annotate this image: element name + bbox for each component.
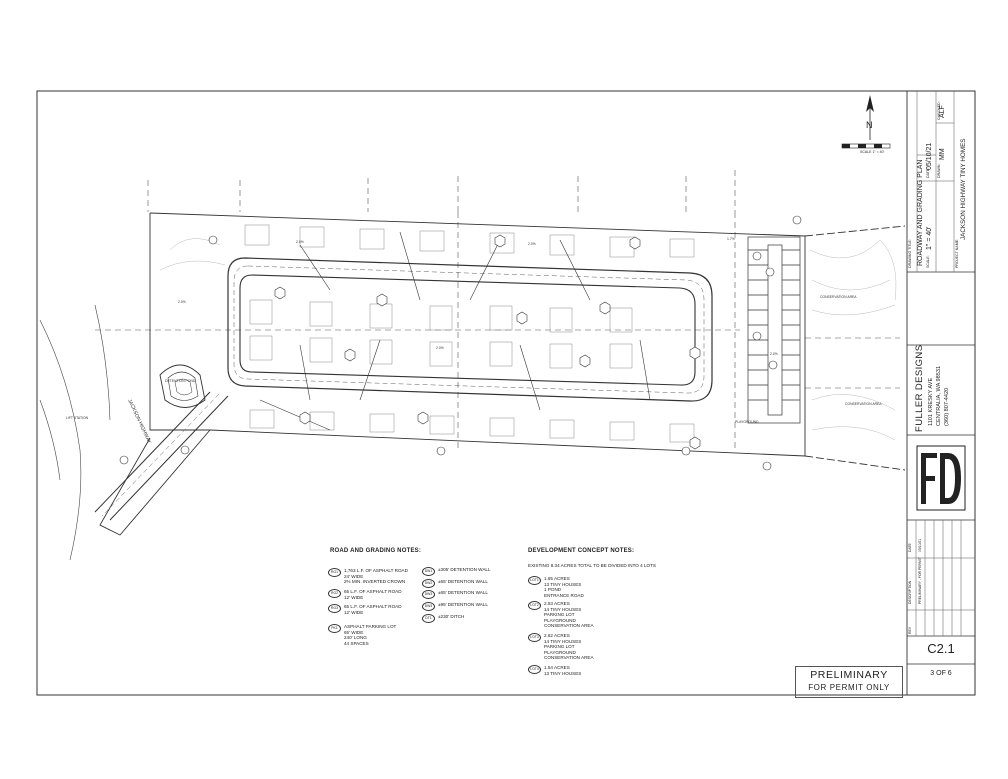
plan-label-conservation-2: CONSERVATION AREA (845, 402, 882, 406)
plan-label-slope-3: 2.0% (528, 242, 536, 246)
drawing-title-label: DRAWING TITLE: (908, 239, 912, 268)
road-notes-title: ROAD AND GRADING NOTES: (330, 548, 422, 554)
plan-label-slope-6: 2.0% (178, 300, 186, 304)
road-note-dw3: DW3±65' DETENTION WALL (422, 590, 488, 599)
station-circles (119, 215, 802, 471)
detention-pond (159, 364, 206, 408)
grade-markers (274, 234, 701, 450)
property-boundary (99, 212, 906, 536)
firm-address-2: CENTRALIA, WA 98531 (936, 365, 942, 426)
rev-header: REV (908, 627, 912, 634)
rev-entry-date: 05/10/21 (918, 538, 922, 552)
entrance-road (94, 391, 229, 521)
date-header: DATE (908, 543, 912, 552)
development-notes-title: DEVELOPMENT CONCEPT NOTES: (528, 548, 635, 554)
preliminary-stamp: PRELIMINARY FOR PERMIT ONLY (795, 666, 903, 698)
date-value: 05/10/21 (926, 142, 933, 170)
plan-label-conservation-1: CONSERVATION AREA (820, 295, 857, 299)
plan-label-lift-station: LIFT STATION (66, 416, 89, 420)
project-name-label: PROJECT NAME: (955, 238, 959, 268)
scale-value: 1" = 40' (926, 226, 933, 250)
plan-label-slope-2: 2.0% (436, 346, 444, 350)
road-note-dw4: DW4±95' DETENTION WALL (422, 602, 488, 611)
drawing-title: ROADWAY AND GRADING PLAN (917, 159, 924, 266)
sheet-count: 3 OF 6 (930, 670, 952, 677)
drawn-value: MM (939, 148, 946, 160)
firm-name: FULLER DESIGNS (914, 344, 925, 432)
development-notes-intro: EXISTING 8.34 ACRES TOTAL TO BE DIVIDED … (528, 563, 656, 568)
plan-label-detention-pond: DETENTION POND (165, 379, 196, 383)
checked-value: ALF (939, 105, 946, 118)
plan-label-playground: PLAYGROUND (735, 420, 759, 424)
firm-phone: (360) 807-4420 (944, 387, 950, 426)
description-header: DESCRIPTION (908, 580, 912, 604)
north-arrow-icon (841, 95, 891, 149)
stamp-line-2: FOR PERMIT ONLY (808, 683, 890, 692)
plan-label-slope-5: 2.0% (770, 352, 778, 356)
tiny-house-lots (244, 224, 695, 443)
rev-entry-description: PRELIMINARY - FOR PERMIT (918, 557, 922, 604)
loop-road (227, 257, 713, 402)
plan-label-jackson-highway: JACKSON HIGHWAY (126, 398, 152, 445)
stamp-line-1: PRELIMINARY (810, 669, 888, 681)
contour-lines (159, 238, 897, 441)
drawn-label: DRAWN: (937, 163, 941, 178)
sheet-number: C2.1 (927, 641, 955, 656)
project-name: JACKSON HIGHWAY TINY HOMES (960, 138, 967, 240)
drainage-arrows (259, 231, 651, 431)
north-letter: N (866, 120, 873, 130)
fuller-designs-logo (916, 445, 966, 511)
road-note-dw2: DW2±65' DETENTION WALL (422, 579, 488, 588)
firm-address-1: 1101 KRESKY AVE (928, 377, 934, 426)
road-note-dt1: DT1±230' DITCH (422, 614, 464, 623)
plan-label-slope-1: 2.0% (296, 240, 304, 244)
scale-label: SCALE: (926, 255, 930, 268)
jackson-highway (39, 304, 111, 561)
north-scale-text: SCALE 1" = 40' (860, 150, 885, 154)
lot-lines (95, 170, 900, 450)
road-note-dw1: DW1±305' DETENTION WALL (422, 567, 491, 576)
parking-lot (747, 236, 801, 424)
plan-label-slope-4: 1.7% (727, 237, 735, 241)
